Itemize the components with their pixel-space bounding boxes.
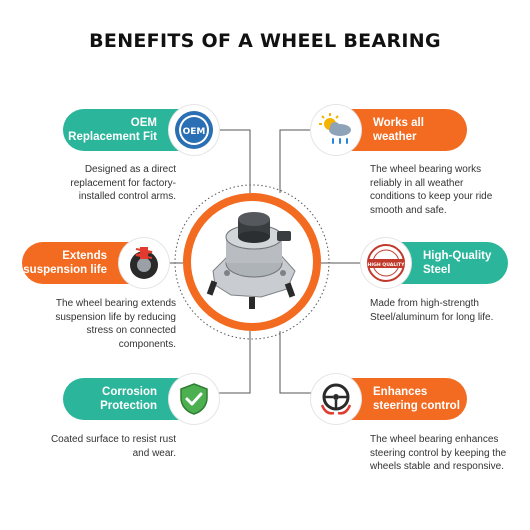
connector-oem: [215, 129, 251, 193]
product-ring: [183, 193, 321, 331]
dotted-ring: [174, 184, 330, 340]
benefit-steel-pill: HIGH QUALITY High-Quality Steel: [361, 238, 508, 288]
benefit-label: OEM Replacement Fit: [68, 117, 157, 143]
connector-weather: [279, 129, 315, 193]
product-ring-inner: [191, 201, 313, 323]
connector-steering: [279, 331, 315, 394]
benefit-suspension-pill: Extends suspension life: [22, 238, 169, 288]
wheel-bearing-hub-icon: [206, 212, 296, 309]
benefit-oem-pill: OEM Replacement Fit OEM: [63, 105, 219, 155]
benefit-suspension-description: The wheel bearing extends suspension lif…: [55, 298, 176, 350]
page-title: BENEFITS OF A WHEEL BEARING: [89, 30, 441, 52]
benefit-weather-description: The wheel bearing works reliably in all …: [370, 164, 493, 216]
benefit-weather-pill: Works all weather: [311, 105, 467, 155]
benefit-corrosion-pill: Corrosion Protection: [63, 374, 219, 424]
quality-stamp-icon: HIGH QUALITY: [361, 238, 411, 288]
benefit-corrosion-description: Coated surface to resist rust and wear.: [50, 434, 176, 459]
steering-wheel-icon: [311, 374, 361, 424]
weather-icon: [311, 105, 361, 155]
benefit-steel-description: Made from high-strength Steel/aluminum f…: [370, 298, 494, 323]
benefit-steering-pill: Enhances steering control: [311, 374, 467, 424]
shield-check-icon: [169, 374, 219, 424]
svg-text:OEM: OEM: [183, 127, 206, 137]
connector-corrosion: [215, 331, 251, 394]
svg-text:HIGH QUALITY: HIGH QUALITY: [368, 262, 406, 268]
benefit-label: High-Quality Steel: [423, 250, 492, 276]
suspension-icon: [119, 238, 169, 288]
benefit-label: Enhances steering control: [373, 386, 460, 412]
benefit-steering-description: The wheel bearing enhances steering cont…: [370, 434, 507, 472]
benefit-oem-description: Designed as a direct replacement for fac…: [70, 164, 176, 202]
benefit-label: Works all weather: [373, 117, 424, 143]
oem-badge-icon: OEM: [169, 105, 219, 155]
benefit-label: Corrosion Protection: [100, 386, 157, 412]
benefit-label: Extends suspension life: [23, 250, 107, 276]
